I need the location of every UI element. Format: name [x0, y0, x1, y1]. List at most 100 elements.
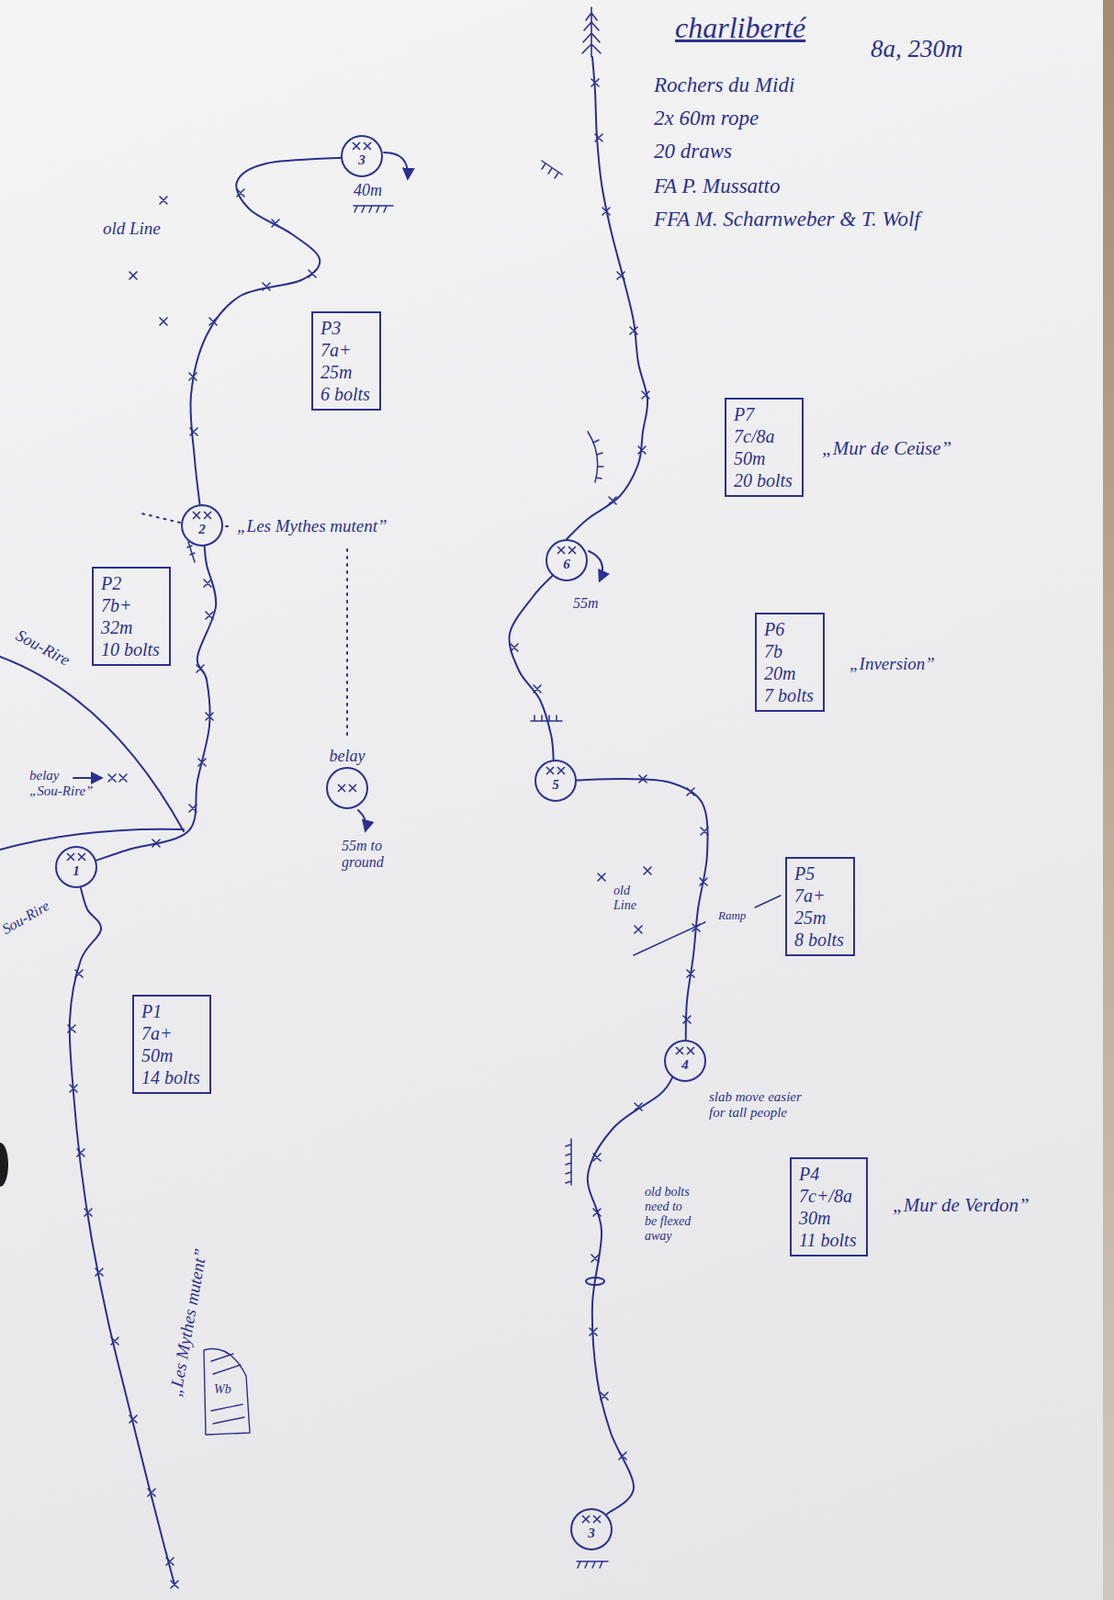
pitch-info: 32m: [101, 616, 162, 639]
pitch-info: 7c/8a: [733, 425, 795, 448]
route-name: Sou-Rire: [0, 897, 53, 938]
route-name: „Les Mythes mutent”: [236, 516, 388, 537]
pitch-info: 6 bolts: [320, 382, 372, 406]
pitch-info: 8 bolts: [794, 928, 846, 951]
pitch-info: 7a+: [320, 338, 372, 361]
pitch-number: P4: [798, 1162, 859, 1185]
pointer-arrow: [73, 776, 102, 779]
pitch-info: 25m: [794, 906, 846, 929]
pitch-number: P2: [101, 572, 162, 595]
roof-hatch: [541, 160, 563, 179]
crag-name: Rochers du Midi: [653, 73, 795, 98]
bolt-marks: [67, 78, 709, 1588]
pitch-box: P57a+25m8 bolts: [785, 856, 856, 957]
table-edge: [1102, 0, 1114, 1600]
grade-length: 8a, 230m: [870, 34, 964, 64]
old-line-label: old Line: [613, 883, 647, 913]
pitch-number: P1: [141, 1000, 203, 1023]
pitch-info: 50m: [141, 1044, 203, 1067]
pitch-info: 10 bolts: [101, 638, 162, 661]
bolt-mark: [675, 1046, 695, 1055]
section-name: „Inversion”: [849, 653, 935, 675]
ledge-hatch: [353, 205, 394, 213]
rappel-arrow: [588, 551, 603, 581]
pitch-number: P3: [320, 316, 372, 339]
belay-number: 6: [547, 556, 586, 572]
bolt-pair: [673, 1045, 698, 1057]
pitch-number: P6: [764, 618, 816, 641]
rappel-arrow: [358, 810, 367, 831]
route-pitch-line: [587, 1077, 673, 1515]
bolt-pair: [64, 851, 89, 863]
route-pitch-line: [96, 546, 216, 861]
bolt-mark: [557, 546, 576, 554]
bolt-mark: [192, 511, 212, 519]
pitch-info: 20m: [764, 662, 816, 685]
pitch-info: 11 bolts: [798, 1228, 859, 1251]
ledge-hatch: [576, 1561, 608, 1568]
bolt-mark: [67, 853, 86, 861]
bolt-mark: [352, 142, 372, 150]
route-pitch-line: [508, 575, 553, 760]
section-name: „Mur de Ceüse”: [821, 437, 952, 460]
belay-number: 5: [536, 776, 575, 792]
belay-number: 3: [572, 1525, 611, 1541]
belay-station: 5: [534, 759, 577, 802]
ramp-line: [633, 895, 781, 956]
draws-note: 20 draws: [653, 139, 732, 164]
route-pitch-line: [576, 778, 709, 1040]
bolt-mark: [546, 766, 565, 775]
rappel-note: 55m to ground: [341, 837, 406, 872]
belay-note: belay „Sou-Rire”: [29, 767, 96, 800]
pitch-box: P77c/8a50m20 bolts: [724, 397, 804, 497]
belay-station: 2: [180, 504, 224, 547]
bolt-pair: [579, 1513, 604, 1525]
bolt-mark: [582, 1515, 601, 1523]
belay-number: 3: [342, 152, 382, 168]
belay-label: belay: [329, 747, 366, 766]
pitch-number: P5: [794, 862, 846, 885]
feature-label: Ramp: [718, 909, 746, 923]
pitch-box: P37a+25m6 bolts: [311, 311, 382, 411]
pitch-info: 7a+: [794, 884, 846, 907]
rock-label: Wb: [213, 1382, 232, 1397]
first-free-ascent: FFA M. Scharnweber & T. Wolf: [653, 207, 921, 232]
belay-station: 6: [545, 539, 588, 582]
pitch-info: 50m: [733, 447, 795, 470]
belay-station: 1: [55, 845, 98, 889]
pitch-info: 7c+/8a: [798, 1184, 859, 1207]
belay-station: 3: [340, 135, 383, 178]
rappel-length: 55m: [573, 595, 599, 612]
beta-note: slab move easier for tall people: [708, 1089, 811, 1122]
pitch-box: P17a+50m14 bolts: [132, 994, 212, 1094]
pitch-info: 30m: [798, 1206, 859, 1229]
bolt-pair: [190, 509, 214, 521]
first-ascent: FA P. Mussatto: [653, 174, 780, 199]
roof-hatch: [565, 1138, 572, 1185]
pitch-box: P67b20m7 bolts: [754, 612, 825, 712]
belay-bolts: [108, 774, 127, 782]
boulder-sketch: [203, 1349, 250, 1435]
belay-station: 4: [663, 1039, 707, 1082]
pitch-info: 7b+: [101, 594, 162, 617]
bolt-mark: [337, 784, 357, 792]
pitch-box: P27b+32m10 bolts: [91, 566, 171, 666]
route-pitch-line: [190, 157, 341, 505]
tree-symbol: [582, 7, 601, 57]
belay-station: 3: [570, 1507, 613, 1551]
old-bolt-marks: [129, 196, 652, 934]
route-title: charliberté: [675, 11, 806, 46]
bolt-pair: [554, 544, 579, 556]
rope-note: 2x 60m rope: [653, 106, 759, 131]
overhang-hatch: [587, 431, 604, 483]
page-blot: [0, 1142, 9, 1187]
sou-rire-line: [0, 656, 184, 832]
pitch-box: P47c+/8a30m11 bolts: [789, 1157, 868, 1257]
route-line: [566, 56, 648, 540]
belay-number: 1: [56, 863, 96, 878]
rappel-arrow: [383, 152, 408, 179]
section-name: „Mur de Verdon”: [892, 1193, 1030, 1216]
route-line: [69, 888, 175, 1585]
bolt-pair: [349, 140, 374, 152]
